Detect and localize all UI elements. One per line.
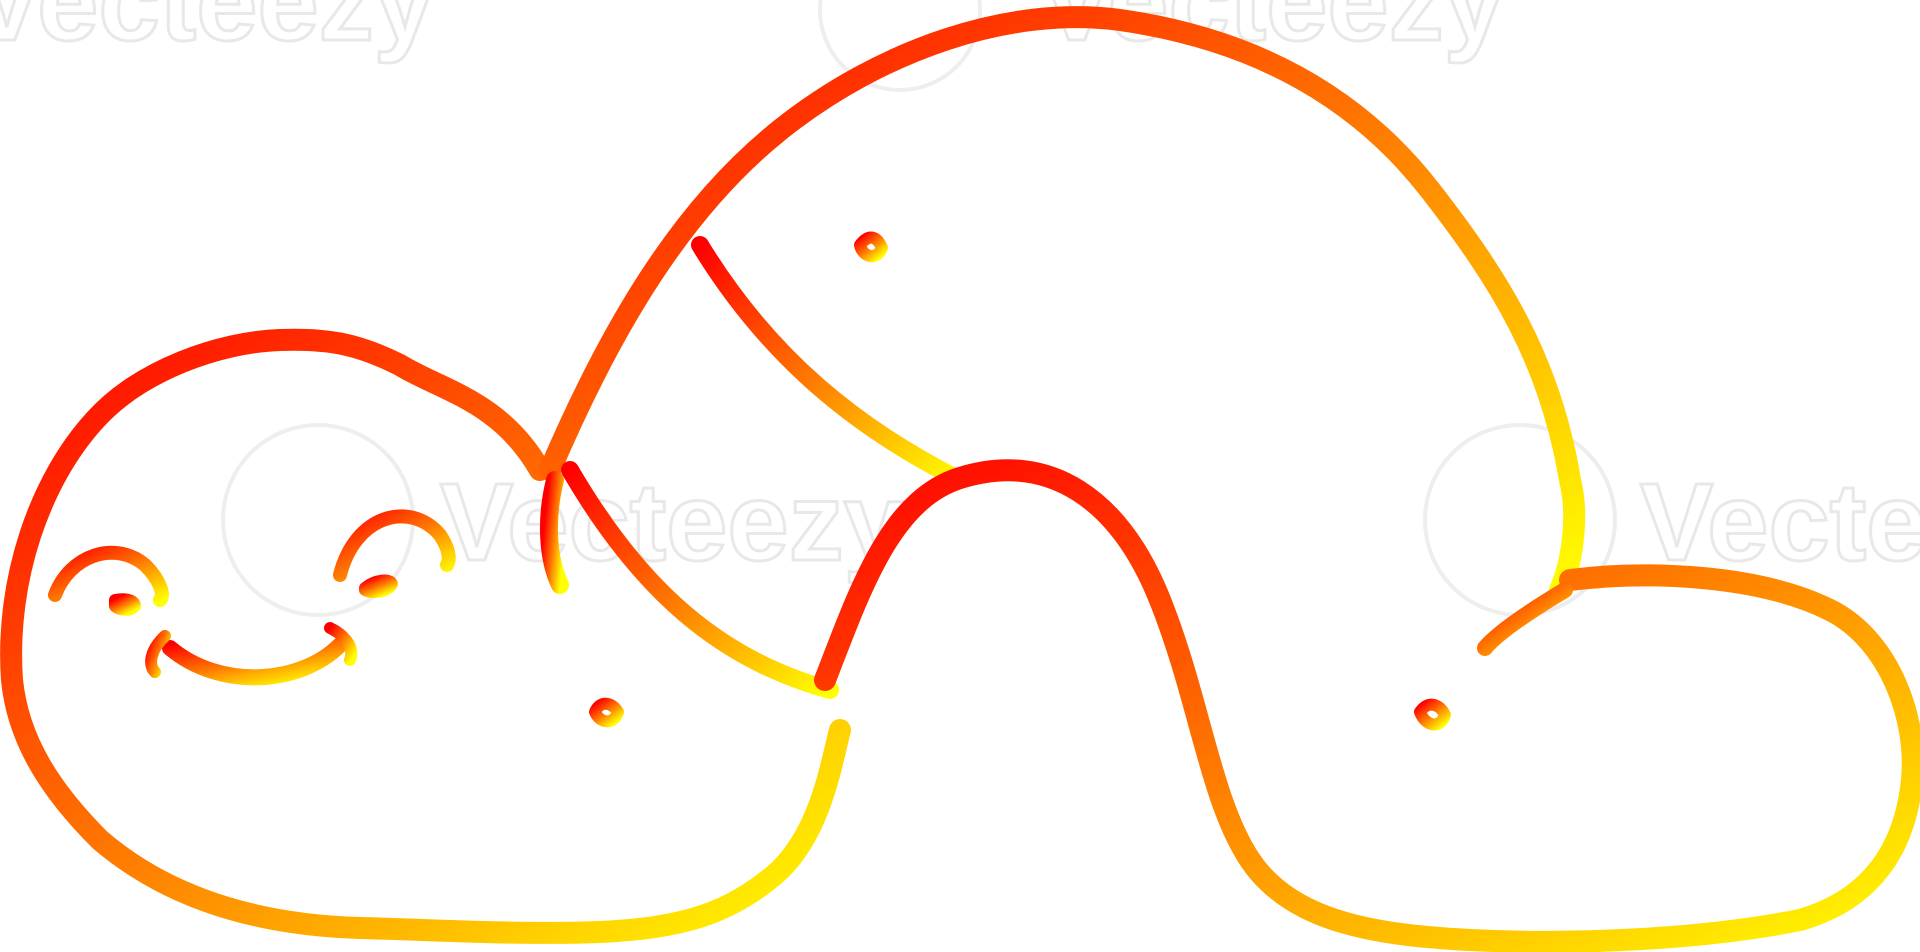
smile-end-left [145,630,171,678]
head-outline [0,328,851,944]
left-cheek [109,593,141,616]
shell-band-upper [691,236,969,489]
right-cheek [359,574,398,598]
leg-arch [814,459,1920,952]
watermark-logo: Vecteezy [221,423,906,617]
watermark-layer: Vecteezy Vecteezy Vecteezy Vecteezy [0,0,1920,617]
neck-line [540,471,569,594]
right-eye [333,509,456,582]
watermark-text: Vecteezy [0,0,435,64]
shell-band-lower [561,461,839,699]
watermark-text: Vecteezy [1640,461,1920,584]
spot-2 [589,697,624,728]
watermark-text: Vecteezy [440,461,905,584]
tail-stroke [1477,582,1573,656]
smile-end-right [324,622,358,666]
spot-1 [854,231,888,263]
spot-3 [1414,698,1451,731]
left-eye [48,545,169,607]
shell-outline [539,6,1586,601]
watermark-logo: Vecteezy [0,0,436,66]
drawing-strokes [0,6,1920,952]
smile [162,637,348,686]
